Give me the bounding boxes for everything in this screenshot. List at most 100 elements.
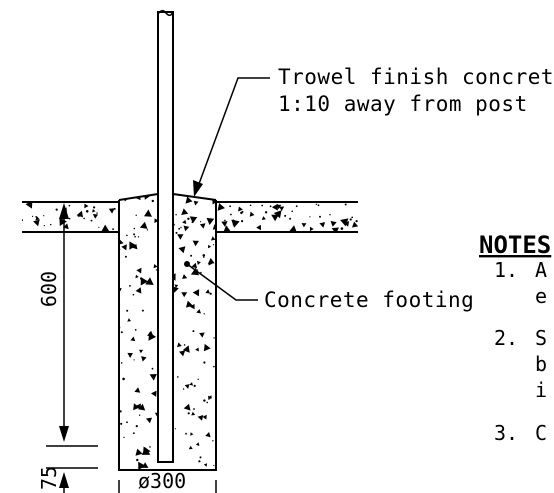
concrete-speckle <box>256 224 261 231</box>
concrete-speckle <box>139 349 144 354</box>
concrete-speckle <box>35 216 37 218</box>
concrete-speckle <box>349 218 352 221</box>
concrete-speckle <box>129 285 131 287</box>
concrete-speckle <box>279 206 285 211</box>
concrete-speckle <box>92 209 96 213</box>
concrete-speckle <box>122 377 125 381</box>
ground-layer <box>22 201 358 233</box>
concrete-speckle <box>319 215 321 218</box>
concrete-speckle <box>175 214 177 216</box>
concrete-speckle <box>182 388 185 390</box>
concrete-speckle <box>123 436 125 439</box>
concrete-speckle <box>192 240 199 247</box>
concrete-speckle <box>273 210 282 219</box>
concrete-speckle <box>132 293 135 296</box>
concrete-speckle <box>212 440 214 442</box>
concrete-speckle <box>315 203 318 205</box>
concrete-speckle <box>183 225 190 232</box>
concrete-speckle <box>149 446 151 448</box>
concrete-speckle <box>120 331 123 334</box>
diameter-dimension-label: ø300 <box>138 469 186 493</box>
concrete-speckle <box>213 337 215 339</box>
concrete-speckle <box>271 203 278 211</box>
concrete-speckle <box>309 226 314 232</box>
concrete-speckle <box>289 225 297 232</box>
concrete-speckle <box>190 432 194 436</box>
concrete-speckle <box>126 421 128 424</box>
concrete-speckle <box>148 332 157 341</box>
concrete-speckle <box>264 211 268 214</box>
concrete-speckle <box>192 330 195 333</box>
concrete-speckle <box>203 343 211 352</box>
concrete-speckle <box>179 350 186 357</box>
note-2-line3: i <box>535 378 547 402</box>
concrete-speckle <box>198 460 201 463</box>
concrete-speckle <box>213 196 215 199</box>
note-1-line2: e <box>535 284 547 308</box>
concrete-speckle <box>343 221 350 227</box>
concrete-speckle <box>192 289 200 297</box>
concrete-speckle <box>230 213 232 216</box>
concrete-speckle <box>203 313 205 315</box>
concrete-speckle <box>137 236 140 238</box>
concrete-speckle <box>187 217 190 220</box>
concrete-speckle <box>55 208 58 211</box>
concrete-speckle <box>193 408 195 410</box>
concrete-speckle <box>199 332 205 338</box>
concrete-speckle <box>217 203 225 211</box>
concrete-speckle <box>85 210 89 213</box>
concrete-speckle <box>202 254 206 257</box>
concrete-speckle <box>202 414 207 420</box>
concrete-speckle <box>138 461 146 470</box>
concrete-speckle <box>133 233 136 236</box>
concrete-speckle <box>208 395 213 401</box>
concrete-speckle <box>199 223 206 229</box>
concrete-speckle <box>133 403 140 411</box>
concrete-speckle <box>68 204 71 207</box>
concrete-speckle <box>203 463 208 467</box>
concrete-speckle <box>186 300 193 308</box>
concrete-speckle <box>133 227 136 230</box>
concrete-speckle <box>189 216 198 224</box>
concrete-speckle <box>129 241 137 250</box>
concrete-speckle <box>172 286 179 293</box>
concrete-speckle <box>141 462 149 468</box>
note-3-line1: C <box>535 421 547 445</box>
concrete-speckle <box>199 456 202 459</box>
concrete-speckle <box>317 204 320 207</box>
concrete-speckle <box>355 220 358 223</box>
concrete-speckle <box>43 215 45 217</box>
concrete-speckle <box>126 234 128 237</box>
concrete-speckle <box>203 399 206 402</box>
concrete-speckle <box>182 274 188 279</box>
concrete-speckle <box>188 445 193 450</box>
concrete-speckle <box>301 223 307 228</box>
concrete-speckle <box>31 215 34 217</box>
concrete-speckle <box>84 203 89 209</box>
diameter-dimension <box>118 480 217 493</box>
concrete-speckle <box>319 222 326 228</box>
concrete-speckle <box>151 199 154 203</box>
concrete-speckle <box>151 390 157 397</box>
concrete-speckle <box>196 309 201 314</box>
concrete-speckle <box>178 246 186 254</box>
concrete-speckle <box>223 225 231 232</box>
notes-heading: NOTES <box>479 231 551 259</box>
concrete-speckle <box>271 214 279 222</box>
concrete-speckle <box>141 309 144 312</box>
concrete-speckle <box>284 214 287 217</box>
concrete-speckle <box>121 244 127 251</box>
concrete-speckle <box>177 234 184 240</box>
concrete-speckle <box>59 217 67 226</box>
concrete-speckle <box>135 214 137 216</box>
concrete-speckle <box>120 422 123 425</box>
concrete-speckle <box>183 403 191 411</box>
concrete-speckle <box>50 223 52 226</box>
concrete-speckle <box>185 196 193 204</box>
concrete-speckle <box>181 208 189 215</box>
concrete-speckle <box>189 382 193 386</box>
concrete-speckle <box>146 229 149 231</box>
concrete-speckle <box>135 403 141 410</box>
concrete-speckle <box>208 244 212 249</box>
